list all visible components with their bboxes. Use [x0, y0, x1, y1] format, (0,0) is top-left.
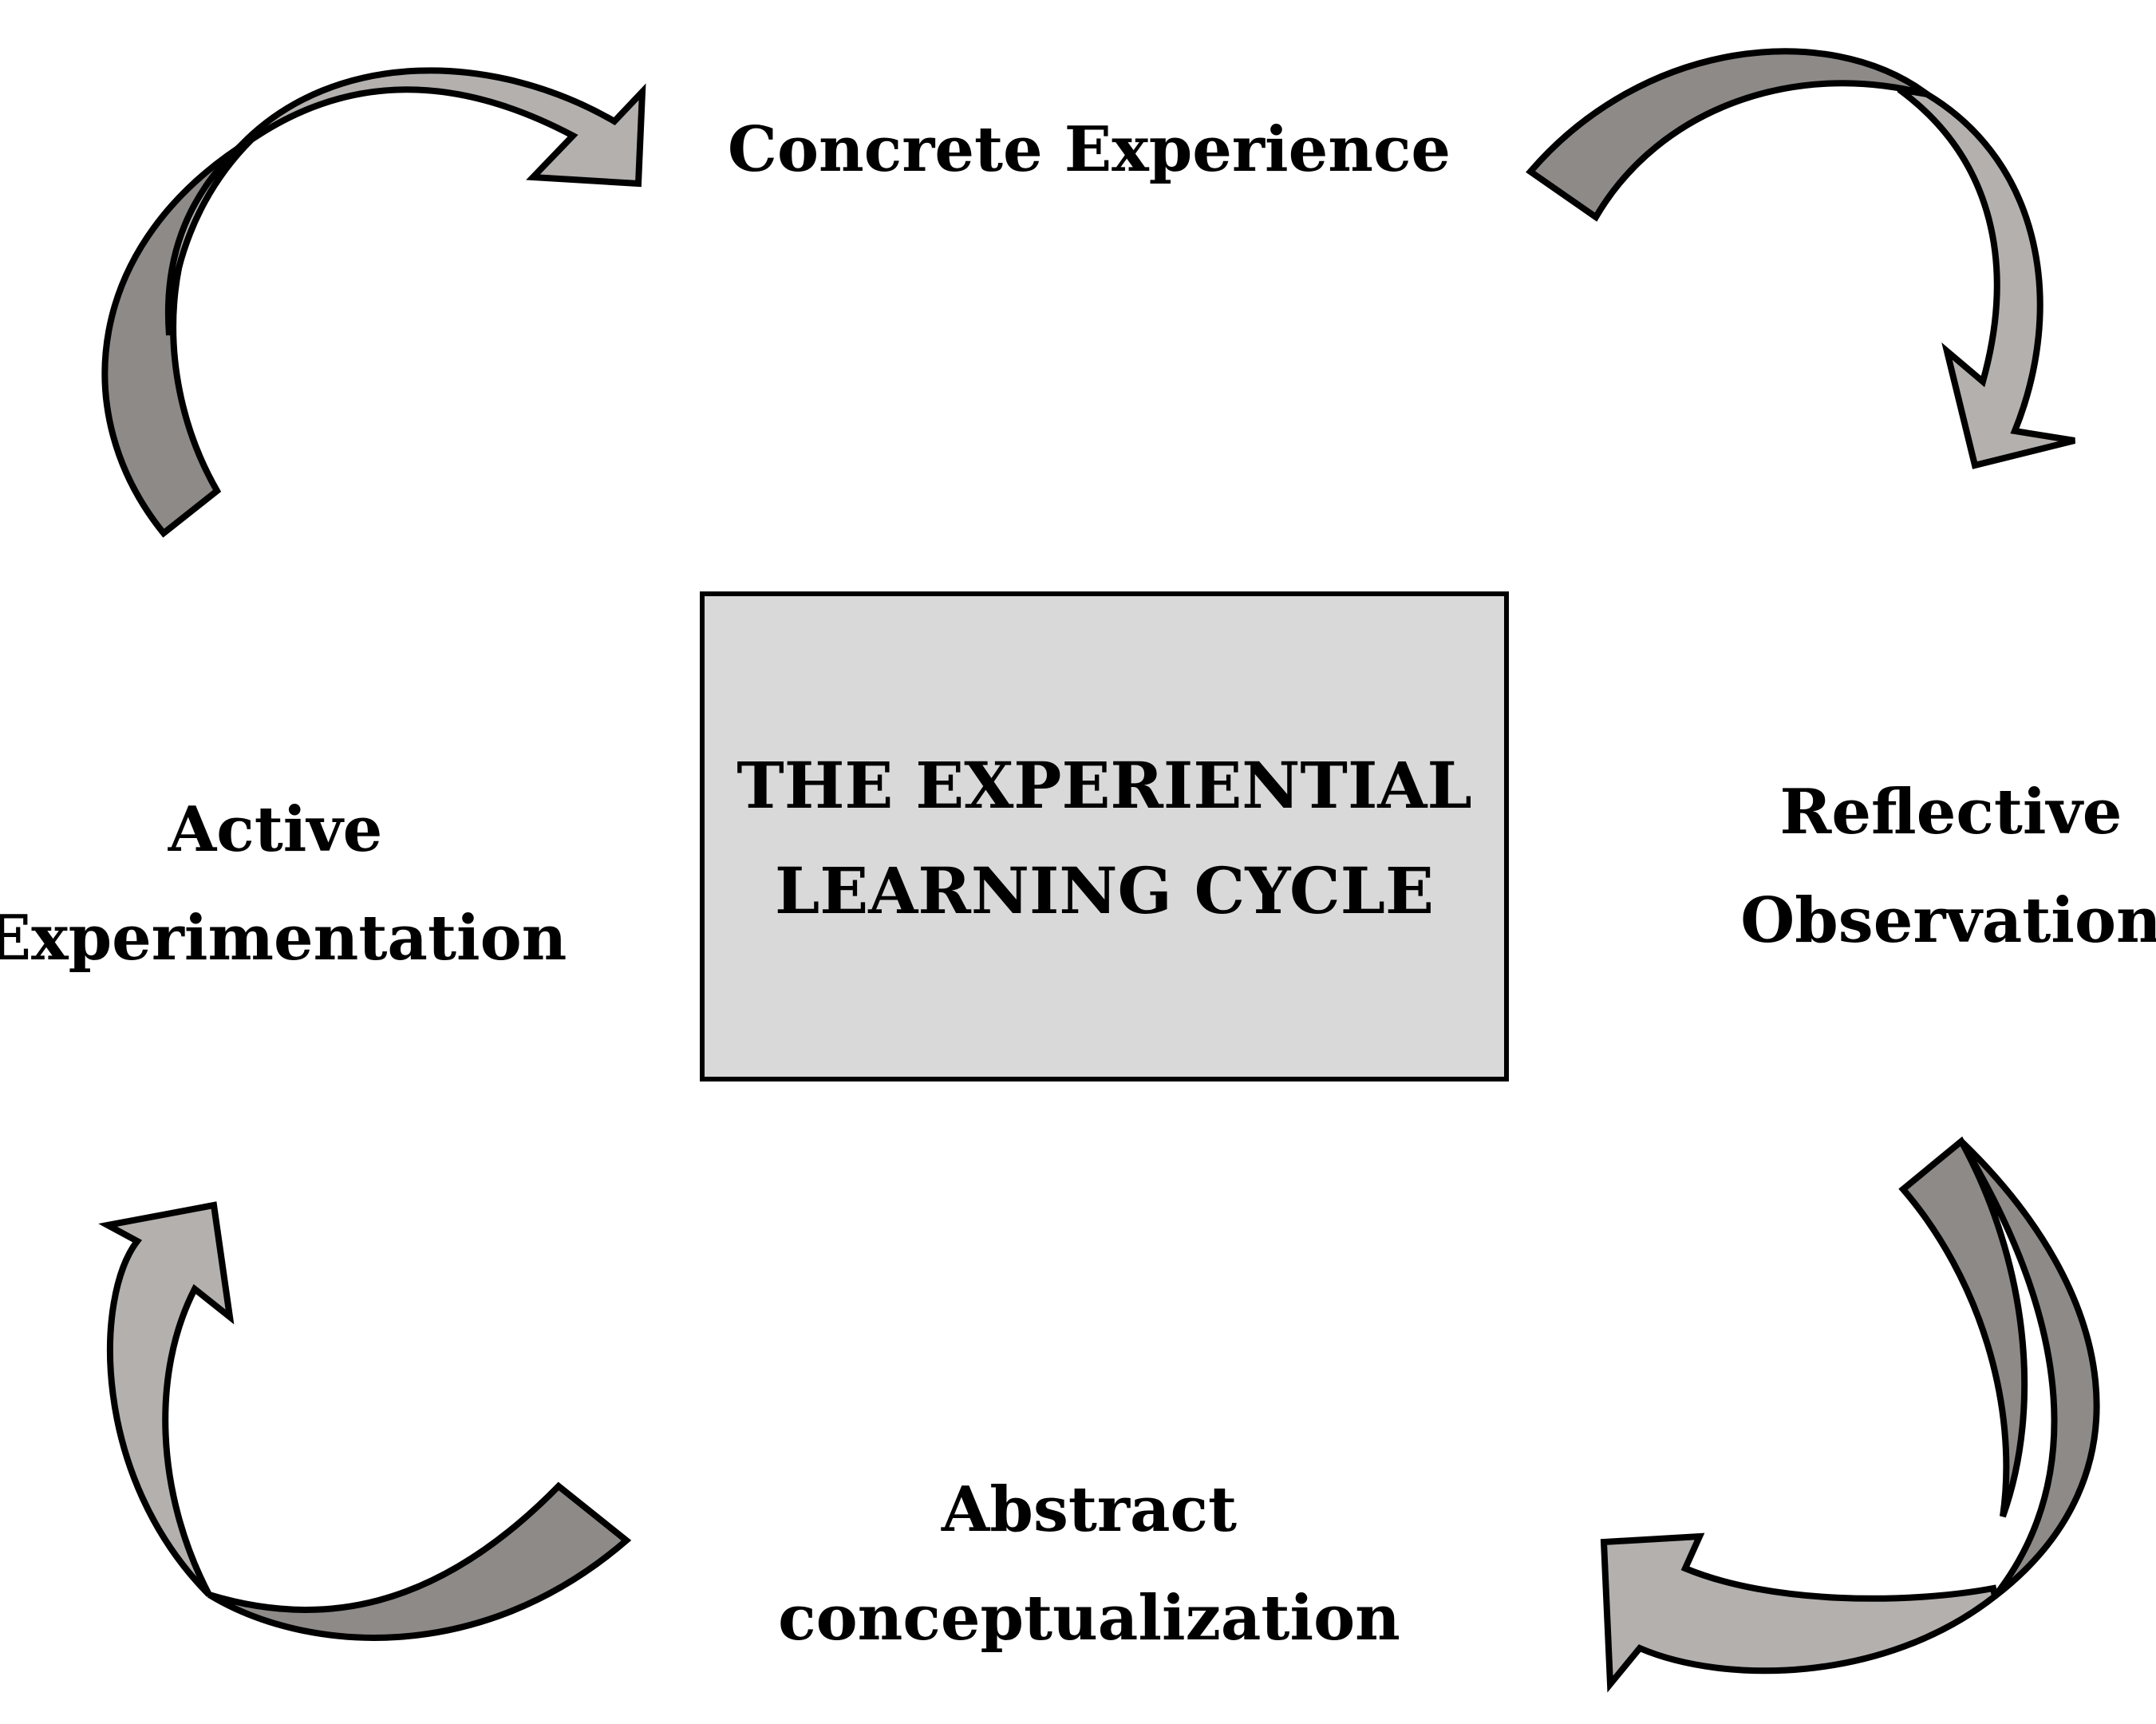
center-title-line1: THE EXPERIENTIAL	[736, 748, 1471, 823]
stage-label-reflective-observation-line2: Observation	[1740, 884, 2156, 957]
stage-label-abstract-conceptualization-line1: Abstract	[941, 1473, 1237, 1546]
center-title-line2: LEARNING CYCLE	[775, 853, 1434, 928]
curved-arrow-icon-bottom-left	[98, 1201, 632, 1641]
stage-label-concrete-experience: Concrete Experience	[728, 113, 1451, 186]
curved-arrow-icon-top-left	[101, 67, 646, 538]
curved-arrow-icon-bottom-right	[1600, 1136, 2100, 1693]
stage-label-abstract-conceptualization-line2: conceptualization	[778, 1582, 1400, 1655]
stage-label-active-experimentation-line2: Experimentation	[0, 902, 567, 975]
stage-label-active-experimentation-line1: Active	[168, 793, 383, 866]
center-box	[700, 591, 1509, 1081]
stage-label-reflective-observation-line1: Reflective	[1780, 776, 2122, 848]
curved-arrow-icon-top-right	[1526, 48, 2075, 469]
